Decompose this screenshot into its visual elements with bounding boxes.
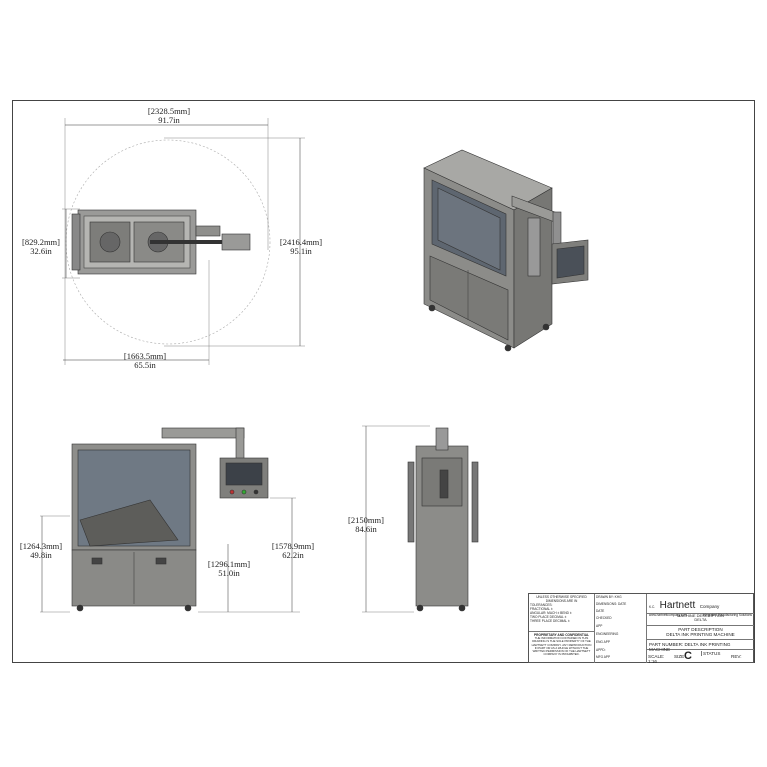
dim-front-right: [1578.9mm] 62.2in <box>271 541 315 560</box>
title-block: UNLESS OTHERWISE SPECIFIED DIMENSIONS AR… <box>528 593 754 665</box>
rev-label: REV: <box>731 654 742 659</box>
top-view <box>62 118 305 365</box>
dim-top-lower: [1663.5mm] 65.5in <box>123 351 167 370</box>
tolerance-block: UNLESS OTHERWISE SPECIFIED DIMENSIONS AR… <box>529 594 595 632</box>
dim-top-height: [2416.4mm] 95.1in <box>279 237 323 256</box>
part-description: PART DESCRIPTION DELTA INK PRINTING MACH… <box>647 626 754 640</box>
isometric-view <box>423 149 589 352</box>
part-number: PART NUMBER: DELTA INK PRINTING MACHINE <box>647 640 754 652</box>
brand-name: Hartnett <box>659 600 696 611</box>
proprietary-block: PROPRIETARY AND CONFIDENTIAL THE INFORMA… <box>529 632 595 663</box>
front-view <box>40 427 300 613</box>
dim-front-mid: [1296.1mm] 51.0in <box>207 559 251 578</box>
scale: SCALE: 1:16 <box>648 654 665 664</box>
brand-suffix: Company <box>699 604 720 609</box>
swing-radius-circle <box>65 139 271 345</box>
brand-sub: Integrated Manufacturing Solutions <box>702 613 752 617</box>
dim-front-left: [1264.3mm] 49.8in <box>19 541 63 560</box>
scale-row: SCALE: 1:16 SIZE C STATUS REV: <box>647 650 754 665</box>
company-brand: K.C. Hartnett Company www.hartnettcompan… <box>647 594 754 617</box>
side-view <box>362 425 479 613</box>
machine-description: MACHINE DESCRIPTION DELTA <box>647 614 754 626</box>
brand-prefix: K.C. <box>649 605 656 609</box>
size-value: C <box>684 650 692 662</box>
size-label: SIZE <box>674 654 685 659</box>
status-label: STATUS <box>701 651 721 656</box>
approvals-block: DRAWN BY: KHG DIMENSIONS: DATE DATE CHEC… <box>595 594 647 663</box>
dim-side-height: [2150mm] 84.6in <box>348 515 384 534</box>
dim-top-width: [2328.5mm] 91.7in <box>147 106 191 125</box>
dim-top-depth: [829.2mm] 32.6in <box>21 237 60 256</box>
brand-url: www.hartnettcompany.com <box>649 613 688 617</box>
